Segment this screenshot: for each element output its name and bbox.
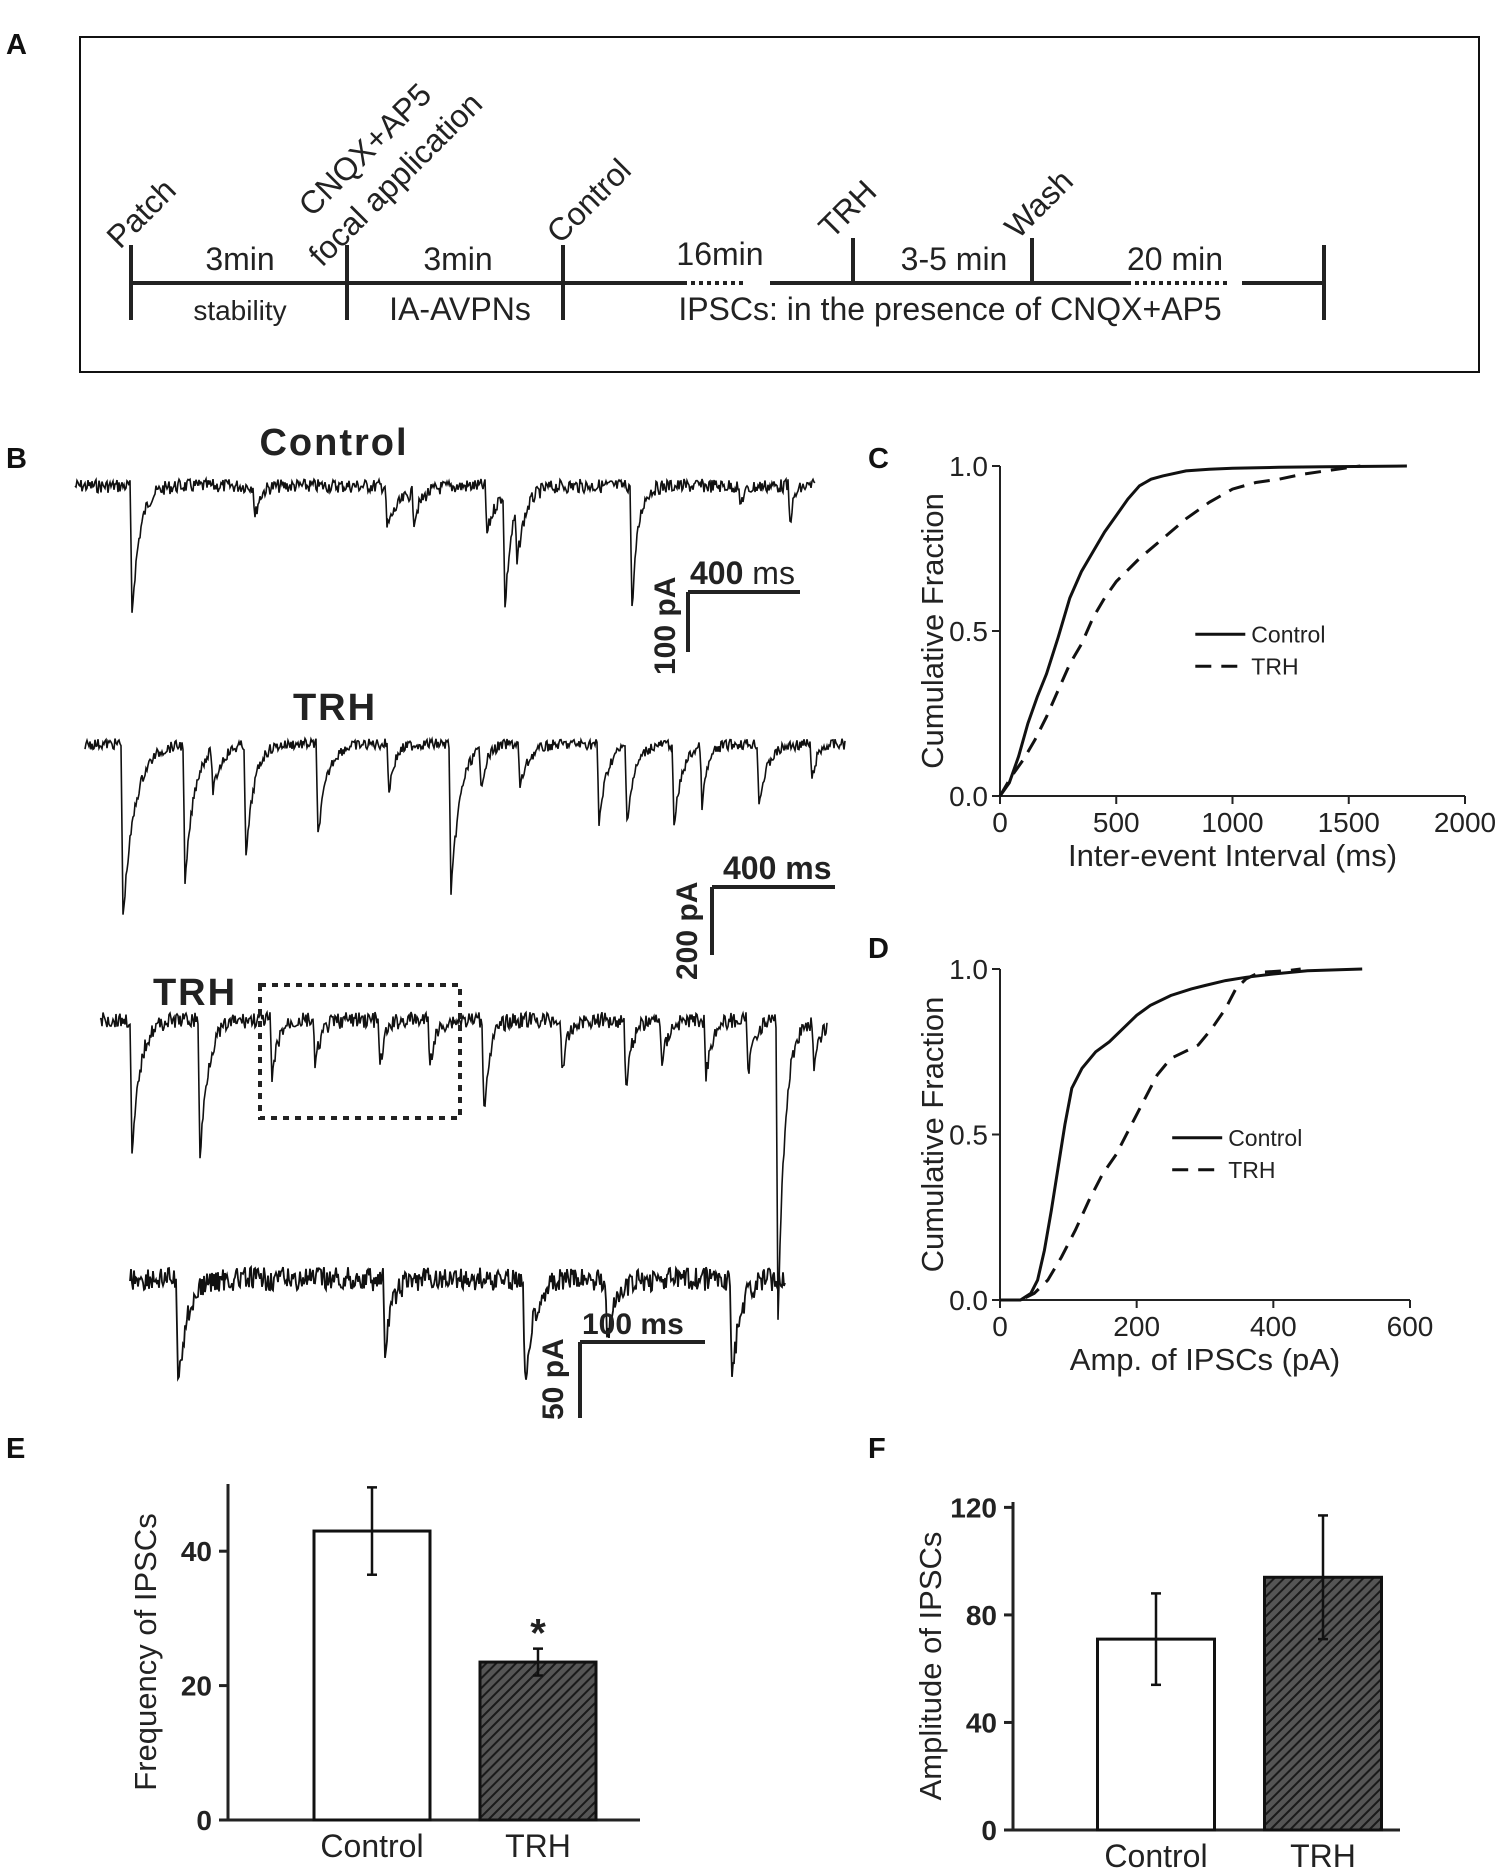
panel-label-b: B — [6, 443, 27, 475]
y-tick-label: 0.5 — [949, 1120, 988, 1151]
category-label-trh: TRH — [505, 1828, 571, 1864]
y-tick-label: 1.0 — [949, 451, 988, 482]
trace2-title: TRH — [293, 687, 377, 729]
legend-label-trh: TRH — [1228, 1157, 1275, 1183]
zoom-scale-current: 50 pA — [537, 1338, 570, 1420]
trace1-scale-bar — [686, 590, 800, 652]
x-axis-title: Inter-event Interval (ms) — [1068, 838, 1397, 873]
y-tick-label: 20 — [181, 1671, 212, 1702]
trace2-scale-time: 400 ms — [723, 850, 832, 886]
panel-label-c: C — [868, 443, 889, 475]
x-tick-label: 500 — [1093, 807, 1140, 838]
trace2-scale-bar — [710, 885, 835, 955]
trace1-title: Control — [259, 422, 408, 464]
y-tick-label: 0.0 — [949, 1285, 988, 1316]
y-tick-label: 120 — [950, 1492, 997, 1523]
x-tick-label: 0 — [992, 807, 1008, 838]
event-wash: Wash — [997, 162, 1079, 244]
x-axis-title: Amp. of IPSCs (pA) — [1070, 1342, 1340, 1377]
y-tick-label: 40 — [966, 1707, 997, 1738]
y-axis-title: Amplitude of IPSCs — [913, 1532, 948, 1801]
y-tick-label: 0.5 — [949, 616, 988, 647]
panel-label-d: D — [868, 933, 889, 965]
x-tick-label: 2000 — [1434, 807, 1496, 838]
y-axis-title: Frequency of IPSCs — [128, 1513, 163, 1790]
event-control: Control — [539, 152, 637, 250]
category-label-trh: TRH — [1290, 1838, 1356, 1868]
trace1-scale-current: 100 pA — [649, 577, 682, 675]
duration-1: 3min — [205, 241, 274, 277]
x-tick-label: 1000 — [1201, 807, 1263, 838]
event-trh: TRH — [811, 173, 883, 245]
series-line-control — [998, 464, 1407, 797]
trace1-scale-time: 400 ms — [690, 555, 795, 591]
trace1-current-trace — [74, 475, 816, 613]
x-tick-label: 400 — [1250, 1311, 1297, 1342]
significance-marker: * — [530, 1612, 546, 1656]
protocol-timeline — [129, 238, 1326, 320]
phase-stability: stability — [193, 295, 286, 326]
trace3-zoom-scale-bar — [578, 1340, 705, 1418]
y-tick-label: 0 — [981, 1815, 997, 1846]
duration-3: 16min — [676, 236, 763, 272]
panel-label-a: A — [6, 29, 27, 61]
trace3-current-trace — [99, 1009, 828, 1320]
trace2-current-trace — [84, 736, 846, 915]
y-axis-title: Cumulative Fraction — [915, 493, 950, 769]
category-label-control: Control — [1104, 1838, 1207, 1868]
trace2-scale-current: 200 pA — [671, 882, 704, 980]
duration-5: 20 min — [1127, 241, 1223, 277]
phase-ia-avpns: IA-AVPNs — [389, 291, 531, 327]
event-patch: Patch — [99, 172, 182, 255]
y-tick-label: 40 — [181, 1536, 212, 1567]
y-tick-label: 0 — [196, 1805, 212, 1836]
protocol-box — [79, 36, 1480, 373]
trace3-title: TRH — [153, 972, 237, 1014]
legend-label-trh: TRH — [1251, 653, 1298, 679]
bar-control — [312, 1529, 432, 1822]
duration-4: 3-5 min — [901, 241, 1008, 277]
legend-label-control: Control — [1251, 621, 1325, 647]
phase-ipscs: IPSCs: in the presence of CNQX+AP5 — [678, 291, 1221, 327]
x-tick-label: 1500 — [1318, 807, 1380, 838]
y-tick-label: 0.0 — [949, 781, 988, 812]
zoom-region-box — [258, 983, 462, 1120]
y-tick-label: 80 — [966, 1600, 997, 1631]
zoom-scale-time: 100 ms — [582, 1308, 684, 1341]
x-tick-label: 0 — [992, 1311, 1008, 1342]
panel-label-f: F — [868, 1433, 886, 1465]
series-line-control — [1000, 967, 1363, 1302]
zoomed-trace — [129, 1264, 786, 1382]
x-tick-label: 200 — [1113, 1311, 1160, 1342]
panel-label-e: E — [6, 1433, 25, 1465]
legend-label-control: Control — [1228, 1125, 1302, 1151]
series-line-trh — [1000, 967, 1301, 1302]
category-label-control: Control — [320, 1828, 423, 1864]
duration-2: 3min — [423, 241, 492, 277]
y-axis-title: Cumulative Fraction — [915, 997, 950, 1273]
y-tick-label: 1.0 — [949, 954, 988, 985]
bar-trh — [478, 1660, 598, 1822]
series-line-trh — [998, 464, 1361, 797]
x-tick-label: 600 — [1387, 1311, 1434, 1342]
